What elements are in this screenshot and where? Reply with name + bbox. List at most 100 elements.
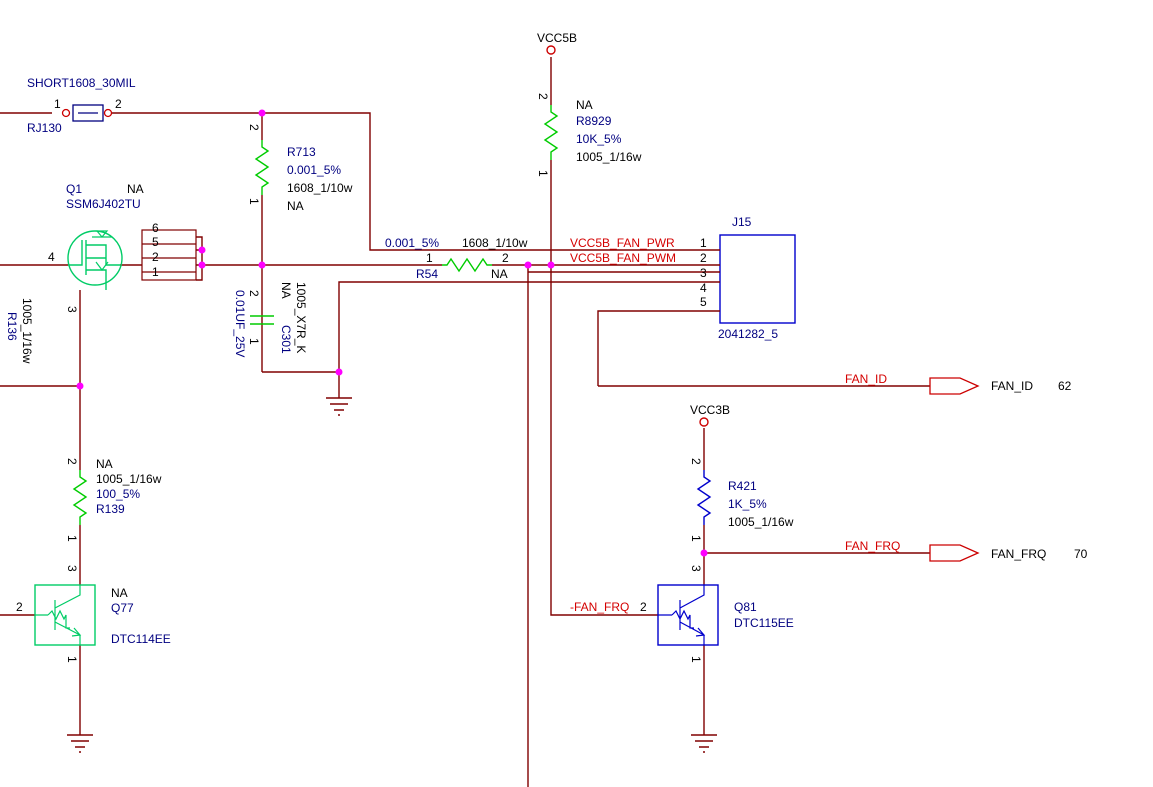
r8929-ref: R8929 bbox=[576, 114, 612, 128]
r8929-value: 10K_5% bbox=[576, 132, 622, 146]
j15-pin4: 4 bbox=[700, 281, 707, 295]
component-j15: J15 2041282_5 1 2 3 4 5 bbox=[700, 215, 796, 341]
net-label-fan-id: FAN_ID bbox=[845, 372, 887, 386]
r139-pkg: 1005_1/16w bbox=[96, 472, 162, 486]
r54-pin1: 1 bbox=[426, 251, 433, 265]
mosfet-body-icon bbox=[67, 230, 123, 286]
r139-pin-bot: 1 bbox=[65, 535, 79, 542]
j15-pin1: 1 bbox=[700, 236, 707, 250]
wire-q77 bbox=[0, 614, 81, 735]
r421-pkg: 1005_1/16w bbox=[728, 515, 794, 529]
power-vcc3b: VCC3B bbox=[690, 403, 730, 427]
q1-ref: Q1 bbox=[66, 182, 82, 196]
q81-pin-c: 3 bbox=[689, 565, 703, 572]
offpage-fan-frq: FAN_FRQ 70 bbox=[929, 544, 1088, 562]
power-label-vcc5b: VCC5B bbox=[537, 31, 577, 45]
r421-ref: R421 bbox=[728, 479, 757, 493]
component-r421: 2 1 R421 1K_5% 1005_1/16w bbox=[689, 458, 794, 542]
j15-pin3: 3 bbox=[700, 266, 707, 280]
net-labels: VCC5B_FAN_PWR VCC5B_FAN_PWM FAN_ID FAN_F… bbox=[570, 236, 900, 614]
r139-pin-top: 2 bbox=[65, 458, 79, 465]
power-port-icon bbox=[546, 45, 556, 55]
r8929-pkg: 1005_1/16w bbox=[576, 150, 642, 164]
junction bbox=[547, 261, 555, 269]
component-r54: 0.001_5% 1608_1/10w 1 2 R54 NA bbox=[385, 236, 528, 281]
junction bbox=[198, 261, 206, 269]
q77-part: DTC114EE bbox=[111, 632, 171, 646]
j15-ref: J15 bbox=[732, 215, 752, 229]
rj130-pin2: 2 bbox=[115, 97, 122, 111]
connector-body-icon bbox=[719, 234, 796, 324]
r54-value: 0.001_5% bbox=[385, 236, 439, 250]
offpage-fan-id-page: 62 bbox=[1058, 379, 1072, 393]
q77-pin-b: 2 bbox=[16, 600, 23, 614]
wire-rj130-right bbox=[111, 112, 700, 251]
transistor-symbol-icon bbox=[35, 585, 82, 645]
q77-ref: Q77 bbox=[111, 601, 134, 615]
component-q1: 6 5 2 1 4 3 Q1 NA SSM6J402TU bbox=[48, 182, 197, 313]
component-q77: 3 2 1 NA Q77 DTC114EE bbox=[16, 565, 171, 663]
component-r713: 2 1 R713 0.001_5% 1608_1/10w NA bbox=[247, 124, 353, 213]
r54-pin2: 2 bbox=[502, 251, 509, 265]
rj130-value: SHORT1608_30MIL bbox=[27, 76, 136, 90]
net-label-fan-pwr: VCC5B_FAN_PWR bbox=[570, 236, 675, 250]
r421-value: 1K_5% bbox=[728, 497, 767, 511]
r136-ref: R136 bbox=[5, 312, 19, 341]
q77-pin-e: 1 bbox=[65, 656, 79, 663]
offpage-fan-id-label: FAN_ID bbox=[991, 379, 1033, 393]
q77-pin-c: 3 bbox=[65, 565, 79, 572]
r136-pkg: 1005_1/16w bbox=[20, 298, 34, 364]
offpage-fan-id: FAN_ID 62 bbox=[929, 377, 1072, 395]
resistor-zigzag-icon bbox=[72, 470, 88, 525]
q81-ref: Q81 bbox=[734, 600, 757, 614]
offpage-fan-frq-page: 70 bbox=[1074, 547, 1088, 561]
ground-symbols bbox=[67, 397, 717, 753]
r421-pin-bot: 1 bbox=[689, 535, 703, 542]
c301-pin-bot: 1 bbox=[247, 338, 261, 345]
resistor-zigzag-icon bbox=[442, 257, 492, 273]
junction bbox=[198, 246, 206, 254]
rj130-pin1: 1 bbox=[54, 97, 61, 111]
q81-pin-e: 1 bbox=[689, 656, 703, 663]
q1-pin6: 6 bbox=[152, 221, 159, 235]
component-r139: 2 1 NA 1005_1/16w 100_5% R139 bbox=[65, 457, 162, 542]
mosfet-diode-icon bbox=[92, 230, 112, 271]
q1-pin-block bbox=[141, 229, 197, 281]
component-r136: R136 1005_1/16w bbox=[5, 298, 34, 364]
r713-pkg: 1608_1/10w bbox=[287, 181, 353, 195]
r54-na: NA bbox=[491, 267, 508, 281]
wire-pin5-fanid bbox=[597, 310, 930, 387]
r421-pin-top: 2 bbox=[689, 458, 703, 465]
r713-pin-top: 2 bbox=[247, 124, 261, 131]
r54-pkg: 1608_1/10w bbox=[462, 236, 528, 250]
q77-na: NA bbox=[111, 586, 128, 600]
q81-pin-b: 2 bbox=[640, 600, 647, 614]
r8929-na: NA bbox=[576, 98, 593, 112]
q1-pin2: 2 bbox=[152, 250, 159, 264]
r713-na: NA bbox=[287, 199, 304, 213]
q1-pin-drain: 3 bbox=[65, 306, 79, 313]
net-label-fan-pwm: VCC5B_FAN_PWM bbox=[570, 251, 676, 265]
offpage-arrow-icon bbox=[929, 544, 980, 562]
r713-ref: R713 bbox=[287, 145, 316, 159]
c301-ref: C301 bbox=[279, 325, 293, 354]
mosfet-channel-icon bbox=[68, 240, 120, 290]
q1-pin-gate: 4 bbox=[48, 250, 55, 264]
component-r8929: 2 1 NA R8929 10K_5% 1005_1/16w bbox=[536, 93, 642, 177]
q1-part: SSM6J402TU bbox=[66, 197, 141, 211]
junction bbox=[524, 261, 532, 269]
junction bbox=[258, 109, 266, 117]
ground-icon bbox=[67, 734, 93, 753]
r8929-pin-top: 2 bbox=[536, 93, 550, 100]
ground-icon bbox=[691, 734, 717, 753]
component-q81: 3 2 1 Q81 DTC115EE bbox=[640, 565, 794, 663]
pin-icon bbox=[103, 108, 113, 118]
capacitor-plates-icon bbox=[250, 315, 274, 325]
short-body-icon bbox=[72, 104, 104, 122]
r54-ref: R54 bbox=[416, 267, 438, 281]
c301-pkg: 1005_X7R_K bbox=[294, 282, 308, 353]
net-label-fan-frq-n: -FAN_FRQ bbox=[570, 600, 629, 614]
c301-pin-top: 2 bbox=[247, 290, 261, 297]
q1-na: NA bbox=[127, 182, 144, 196]
